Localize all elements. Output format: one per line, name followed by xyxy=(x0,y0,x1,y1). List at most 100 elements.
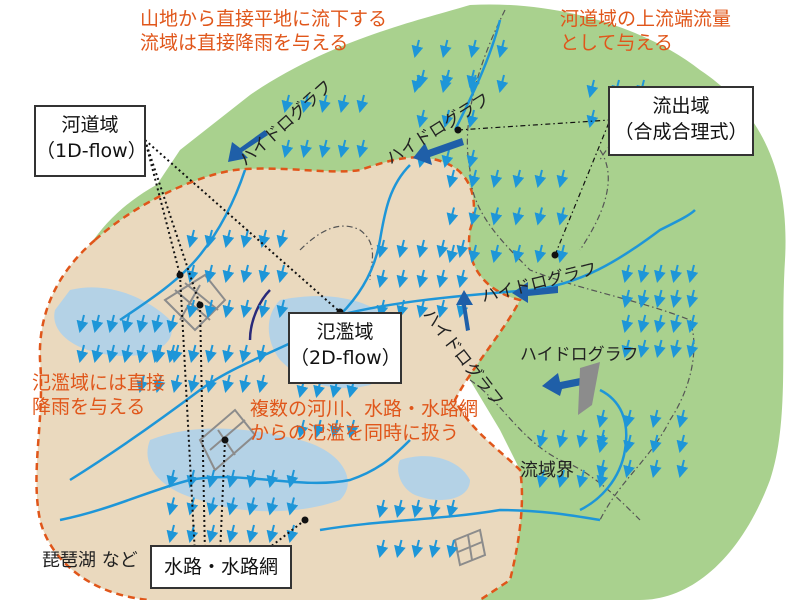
annotation-line: 流域は直接降雨を与える xyxy=(140,31,349,54)
rain-arrow xyxy=(246,497,259,516)
rain-arrow xyxy=(186,524,199,543)
rain-arrow xyxy=(441,109,454,128)
rain-arrow xyxy=(286,524,299,543)
rain-arrow xyxy=(240,299,253,318)
rain-arrow xyxy=(226,524,239,543)
rain-arrow xyxy=(166,314,179,333)
rain-arrow xyxy=(396,239,409,258)
label-hydrograph-5: ハイドログラフ xyxy=(520,345,639,365)
outflow-shape xyxy=(578,362,600,415)
rain-arrow xyxy=(596,469,609,488)
rain-arrow xyxy=(576,469,589,488)
rain-arrow xyxy=(496,74,509,93)
rain-arrow xyxy=(446,499,459,518)
rain-arrow xyxy=(416,239,429,258)
rain-arrow xyxy=(411,499,424,518)
rain-arrow xyxy=(76,314,89,333)
rain-arrow xyxy=(439,39,452,58)
rain-arrow xyxy=(512,207,525,226)
rain-arrow xyxy=(226,497,239,516)
annotation-line: からの氾濫を同時に扱う xyxy=(250,421,460,444)
annotation-line: として与える xyxy=(560,31,673,54)
rain-arrow xyxy=(621,264,634,283)
rain-arrow xyxy=(300,94,312,113)
annotation-multiple-sources: 複数の河川、水路・水路網からの氾濫を同時に扱う xyxy=(250,398,478,446)
rain-arrow xyxy=(286,469,299,488)
annotation-line: 山地から直接平地に流下する xyxy=(140,8,388,30)
rain-arrow xyxy=(468,169,481,188)
rain-arrow xyxy=(676,409,689,428)
rain-arrow xyxy=(394,539,406,558)
rain-arrow xyxy=(490,169,503,188)
annotation-line: 氾濫域には直接 xyxy=(32,372,166,394)
rain-arrow xyxy=(556,469,569,488)
rain-arrow xyxy=(686,339,699,358)
hydrograph-arrows xyxy=(228,130,582,396)
rain-arrow xyxy=(205,344,217,363)
rain-arrow xyxy=(429,539,441,558)
leader-lines xyxy=(144,139,341,556)
rain-arrow xyxy=(456,239,469,258)
rain-arrow xyxy=(222,344,234,363)
rain-arrow xyxy=(313,419,325,438)
rain-arrow xyxy=(246,469,259,488)
label-watershed-boundary: 流域界 xyxy=(520,460,574,481)
rain-arrow xyxy=(654,339,666,358)
rain-arrow xyxy=(186,229,199,248)
rain-arrow xyxy=(586,79,599,98)
rain-arrow xyxy=(623,434,635,453)
annotation-direct-rain-floodplain: 氾濫域には直接降雨を与える xyxy=(32,372,165,420)
rain-arrow xyxy=(356,139,369,158)
rain-arrow xyxy=(670,314,682,333)
rain-arrow xyxy=(206,497,219,516)
rain-arrow xyxy=(376,269,389,288)
rain-arrow xyxy=(654,314,666,333)
rain-arrow xyxy=(556,429,569,448)
rain-arrow xyxy=(286,497,299,516)
rain-arrow xyxy=(556,169,569,188)
box-channel-domain: 河道域 （1D-flow） xyxy=(34,105,147,177)
rain-arrow xyxy=(376,539,389,558)
rain-arrow xyxy=(204,299,217,318)
rain-arrow xyxy=(222,264,235,283)
rain-arrow xyxy=(222,374,234,393)
label-lake: 琵琶湖 など xyxy=(42,550,138,571)
rain-arrow xyxy=(456,269,469,288)
rain-arrow xyxy=(106,314,119,333)
rain-arrow xyxy=(534,244,547,263)
rain-arrow xyxy=(534,169,547,188)
rain-arrow xyxy=(686,314,699,333)
rain-arrow xyxy=(466,69,479,88)
rain-arrow xyxy=(621,314,634,333)
box-floodplain-domain: 氾濫域 （2D-flow） xyxy=(288,312,402,384)
rain-arrow xyxy=(356,94,369,113)
rain-arrow xyxy=(91,344,104,363)
rain-arrow xyxy=(240,264,253,283)
rain-arrow xyxy=(596,459,609,478)
rain-arrow xyxy=(337,139,350,158)
rain-arrow xyxy=(329,419,342,438)
rain-arrow xyxy=(686,289,699,308)
rain-arrow xyxy=(416,299,429,318)
rain-arrow xyxy=(396,269,409,288)
box-floodplain-subtitle: （2D-flow） xyxy=(290,346,401,369)
rain-arrow xyxy=(670,289,682,308)
rain-arrow xyxy=(170,374,183,393)
rain-arrow xyxy=(121,344,134,363)
rain-arrow xyxy=(623,459,635,478)
rain-arrow xyxy=(576,429,589,448)
rain-arrow xyxy=(266,497,279,516)
rain-arrow xyxy=(621,339,634,358)
lake-lower xyxy=(147,428,348,512)
rain-arrow xyxy=(623,409,635,428)
rain-arrow xyxy=(91,314,104,333)
rain-arrow xyxy=(670,339,682,358)
rain-arrow xyxy=(496,39,509,58)
rain-arrow xyxy=(153,344,166,363)
rain-arrow xyxy=(276,299,289,318)
rain-arrow xyxy=(586,109,599,128)
rain-arrow xyxy=(686,264,699,283)
box-channel-title: 河道域 xyxy=(61,114,119,136)
rain-arrow xyxy=(256,374,269,393)
box-outflow-subtitle: （合成合理式） xyxy=(614,120,748,143)
